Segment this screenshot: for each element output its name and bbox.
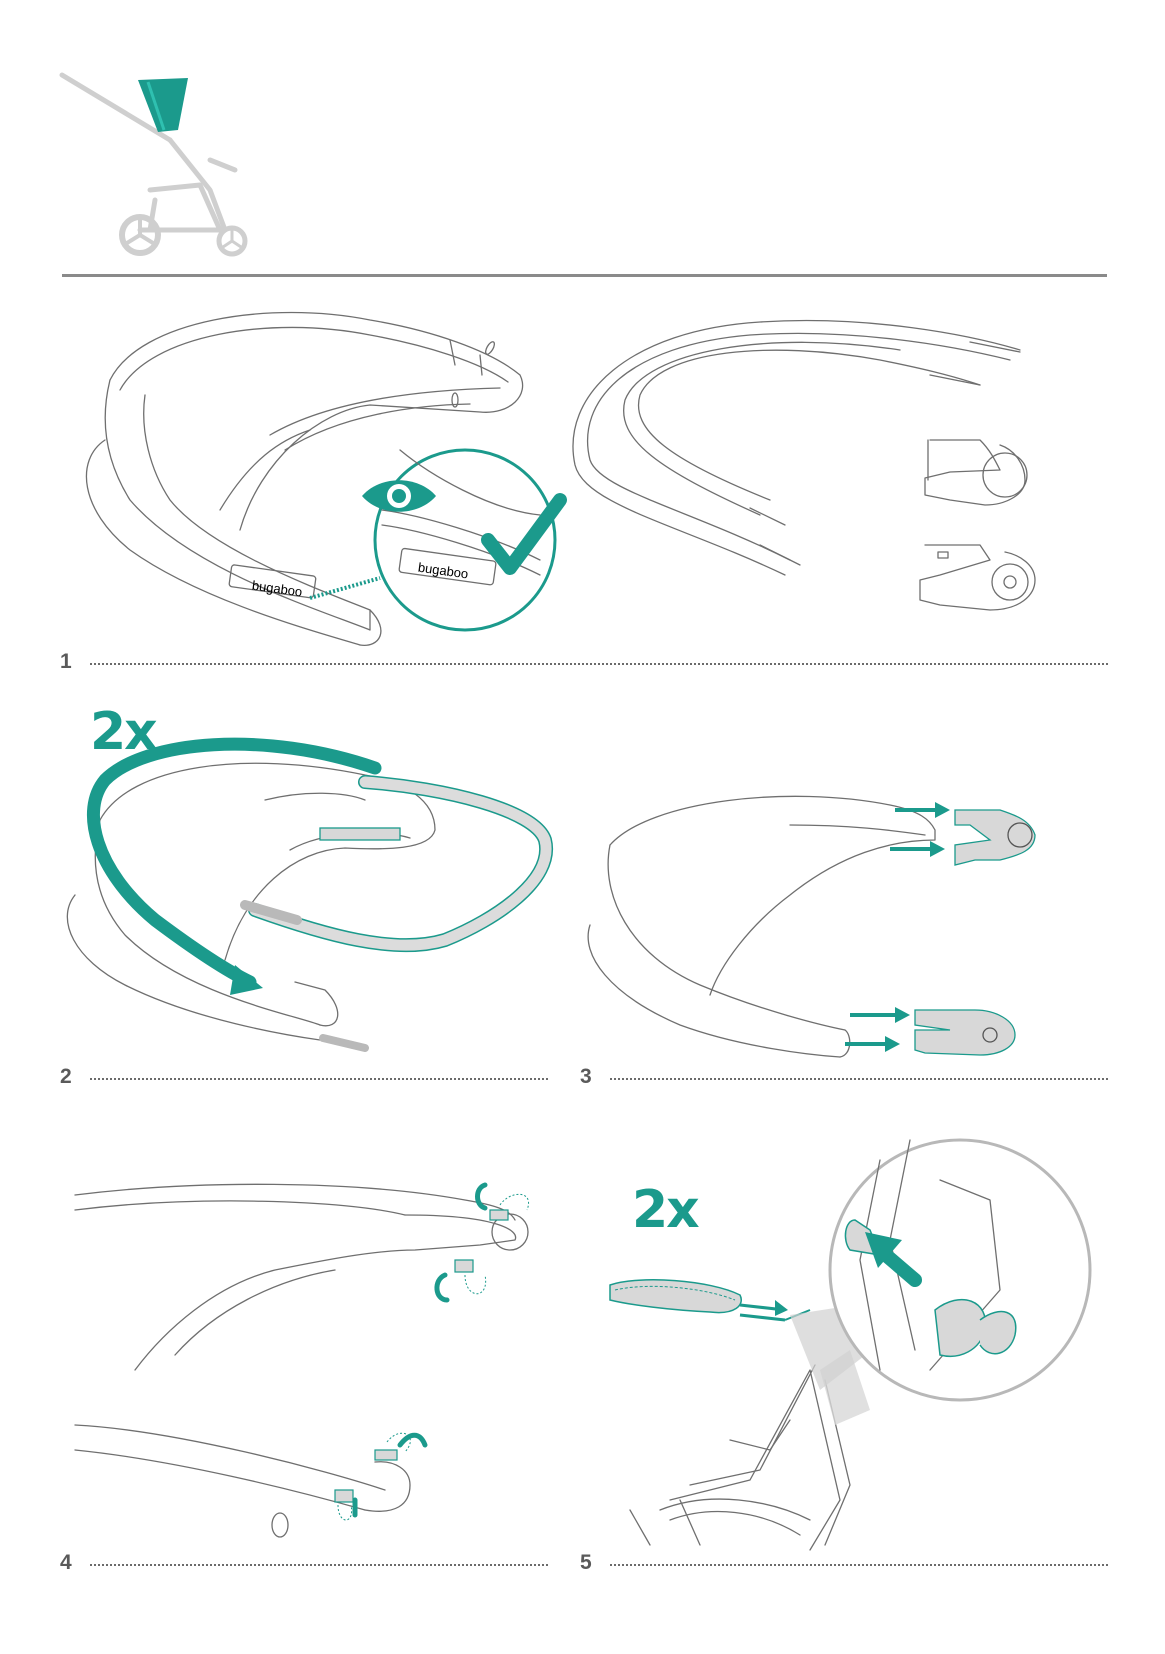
step-1-illustration: bugaboo bugaboo — [70, 300, 1110, 670]
step-2-number: 2 — [60, 1065, 72, 1088]
hinge-part-upper — [954, 809, 1036, 866]
eye-icon — [362, 480, 436, 512]
step-1-number: 1 — [60, 650, 72, 673]
stroller-seat-drawing — [629, 1350, 870, 1551]
brand-tag-label: bugaboo — [251, 578, 303, 600]
hinge-part-upper — [924, 439, 1028, 506]
step-5-multiplier: 2x — [632, 1180, 700, 1240]
step-2-footer: 2 — [60, 1065, 548, 1088]
step-5-footer: 5 — [580, 1551, 1108, 1574]
zoom-connector — [309, 576, 381, 600]
arrow-icon — [230, 965, 263, 995]
canopy-drawing — [85, 311, 524, 646]
arrow-icon — [865, 1232, 922, 1287]
header-stroller-thumbnail — [59, 70, 260, 260]
step-3-divider — [610, 1078, 1108, 1080]
hinge-part-lower — [914, 1009, 1016, 1056]
step-4-illustration — [74, 1170, 555, 1550]
stroller-wheel-front — [119, 214, 161, 256]
canopy-frame-drawing — [572, 319, 1021, 576]
step-3-number: 3 — [580, 1065, 592, 1088]
zoom-detail-circle — [828, 1138, 1092, 1402]
checkmark-icon — [481, 493, 567, 575]
canopy-folded — [609, 1279, 788, 1322]
step-2-illustration — [65, 720, 565, 1070]
direction-arrow — [86, 737, 382, 989]
canopy-detail-drawing — [74, 1183, 529, 1538]
stroller-wheel-rear — [216, 225, 248, 257]
step-4-number: 4 — [60, 1551, 72, 1574]
step-3-footer: 3 — [580, 1065, 1108, 1088]
clip-lower — [334, 1432, 411, 1521]
header-divider — [62, 274, 1107, 277]
step-3-illustration — [587, 785, 1100, 1065]
step-1-divider — [90, 663, 1108, 665]
rotate-arrow-icon — [352, 1182, 488, 1518]
clip-upper — [454, 1193, 530, 1295]
insert-arrows — [845, 802, 950, 1052]
canopy-drawing — [66, 762, 436, 1041]
step-1-footer: 1 — [60, 650, 1108, 673]
brand-tag-zoom-label: bugaboo — [417, 560, 469, 582]
canopy-drawing — [587, 795, 936, 1058]
step-5-number: 5 — [580, 1551, 592, 1574]
step-5-divider — [610, 1564, 1108, 1566]
step-2-divider — [90, 1078, 548, 1080]
hinge-part-lower — [919, 544, 1036, 611]
stroller-frame-outline — [59, 72, 238, 233]
step-5-illustration — [609, 1138, 1110, 1555]
step-4-divider — [90, 1564, 548, 1566]
step-4-footer: 4 — [60, 1551, 548, 1574]
frame-bar-removed — [240, 775, 554, 1052]
